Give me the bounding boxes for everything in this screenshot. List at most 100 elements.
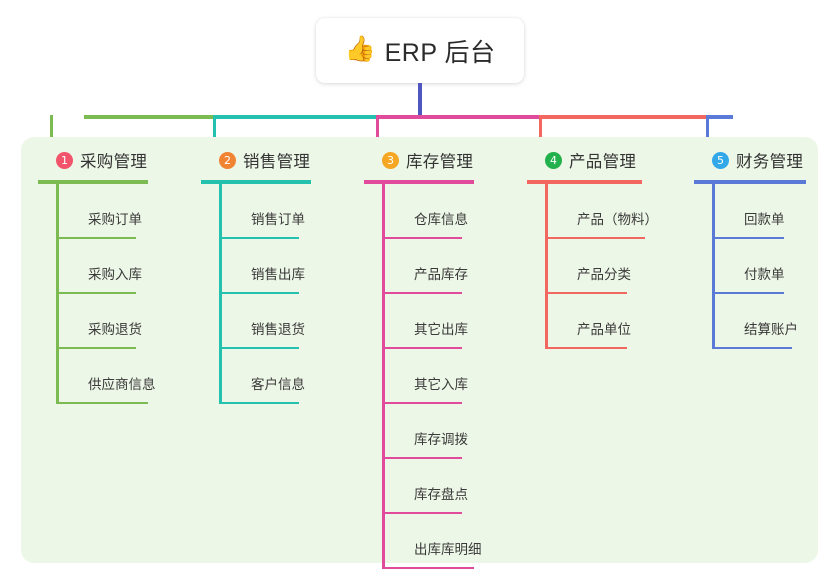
branch-item-rule (712, 292, 784, 294)
trunk-segment-2 (213, 115, 376, 119)
branch-item[interactable]: 其它出库 (382, 294, 474, 349)
branch-spine (382, 184, 385, 569)
branch-header-5[interactable]: 5 财务管理 (694, 147, 806, 173)
branch-item-list: 采购订单采购入库采购退货供应商信息 (56, 184, 156, 404)
branch-item-rule (56, 237, 136, 239)
branch-item[interactable]: 客户信息 (219, 349, 311, 404)
branch-item[interactable]: 回款单 (712, 184, 806, 239)
branch-item-label: 销售订单 (251, 212, 305, 227)
trunk-connector (84, 115, 733, 119)
branch-item[interactable]: 产品库存 (382, 239, 474, 294)
branch-item-rule (56, 292, 136, 294)
branch-item-label: 库存调拨 (414, 432, 468, 447)
branch-item[interactable]: 销售退货 (219, 294, 311, 349)
branch-item-rule (712, 347, 792, 349)
branch-item-rule (56, 347, 136, 349)
branch-item-label: 销售退货 (251, 322, 305, 337)
branch-item[interactable]: 其它入库 (382, 349, 474, 404)
branch-item[interactable]: 付款单 (712, 239, 806, 294)
branch-item[interactable]: 库存盘点 (382, 459, 474, 514)
branch-header-rule (694, 180, 806, 184)
branch-item[interactable]: 采购退货 (56, 294, 148, 349)
branch-item-label: 销售出库 (251, 267, 305, 282)
branch-item-label: 付款单 (744, 267, 785, 282)
branch-item-label: 库存盘点 (414, 487, 468, 502)
branch-item-rule (382, 347, 462, 349)
branch-item[interactable]: 仓库信息 (382, 184, 474, 239)
branch-title: 财务管理 (736, 153, 804, 171)
branch-number-badge: 5 (712, 151, 729, 169)
branch-item[interactable]: 销售出库 (219, 239, 311, 294)
root-node-card[interactable]: 👍 ERP 后台 (316, 18, 524, 83)
branch-item[interactable]: 结算账户 (712, 294, 806, 349)
branch-item-rule (219, 402, 299, 404)
branch-item[interactable]: 产品单位 (545, 294, 642, 349)
trunk-segment-1 (84, 115, 213, 119)
branch-item[interactable]: 供应商信息 (56, 349, 156, 404)
branch-item-rule (712, 237, 784, 239)
branch-header-rule (364, 180, 474, 184)
branch-header-rule (201, 180, 311, 184)
branch-drop-5 (706, 115, 709, 143)
branch-item[interactable]: 产品（物料） (545, 184, 658, 239)
branch-item[interactable]: 采购订单 (56, 184, 148, 239)
branch-item-rule (382, 567, 474, 569)
branch-column-5: 5 财务管理回款单付款单结算账户 (694, 147, 806, 349)
branch-item-rule (219, 292, 299, 294)
branch-item-rule (545, 292, 627, 294)
branch-item-rule (382, 292, 462, 294)
branch-item-label: 采购退货 (88, 322, 142, 337)
branch-drop-4 (539, 115, 542, 143)
branch-item-label: 仓库信息 (414, 212, 468, 227)
branch-title: 库存管理 (406, 153, 474, 171)
branch-item[interactable]: 销售订单 (219, 184, 311, 239)
branch-item-list: 产品（物料） 产品分类产品单位 (545, 184, 658, 349)
branch-spine (219, 184, 222, 404)
thumbs-up-icon: 👍 (344, 35, 376, 63)
branch-item-rule (56, 402, 148, 404)
branch-number-badge: 1 (56, 151, 73, 169)
branch-spine (545, 184, 548, 349)
branch-item[interactable]: 出库库明细 (382, 514, 482, 569)
branch-spine (56, 184, 59, 404)
branch-header-3[interactable]: 3 库存管理 (364, 147, 474, 173)
branch-item-rule (219, 237, 299, 239)
branch-item-rule (219, 347, 299, 349)
branch-item-rule (545, 237, 645, 239)
root-connector-stem (418, 83, 422, 118)
branch-item-label: 产品单位 (577, 322, 631, 337)
branch-spine (712, 184, 715, 349)
trunk-segment-4 (539, 115, 706, 119)
branch-item[interactable]: 库存调拨 (382, 404, 474, 459)
branch-drop-2 (213, 115, 216, 143)
branch-number-badge: 3 (382, 151, 399, 169)
branch-column-3: 3 库存管理仓库信息产品库存其它出库其它入库库存调拨库存盘点出库库明细 (364, 147, 482, 569)
branch-item[interactable]: 产品分类 (545, 239, 642, 294)
branch-item-label: 供应商信息 (88, 377, 156, 392)
branch-item-label: 客户信息 (251, 377, 305, 392)
branch-drop-3 (376, 115, 379, 143)
branch-drop-1 (50, 115, 53, 143)
branch-item-label: 其它入库 (414, 377, 468, 392)
trunk-segment-5 (706, 115, 733, 119)
branch-header-rule (527, 180, 642, 184)
branch-item-rule (382, 512, 462, 514)
branch-header-rule (38, 180, 148, 184)
branch-item-label: 产品（物料） (577, 212, 658, 227)
root-title: ERP 后台 (384, 38, 496, 67)
branch-item-list: 回款单付款单结算账户 (712, 184, 806, 349)
branch-item[interactable]: 采购入库 (56, 239, 148, 294)
trunk-segment-3 (376, 115, 539, 119)
branch-number-badge: 4 (545, 151, 562, 169)
branch-number-badge: 2 (219, 151, 236, 169)
branch-item-rule (382, 237, 462, 239)
branch-item-label: 回款单 (744, 212, 785, 227)
branch-item-label: 采购入库 (88, 267, 142, 282)
branch-item-label: 产品库存 (414, 267, 468, 282)
